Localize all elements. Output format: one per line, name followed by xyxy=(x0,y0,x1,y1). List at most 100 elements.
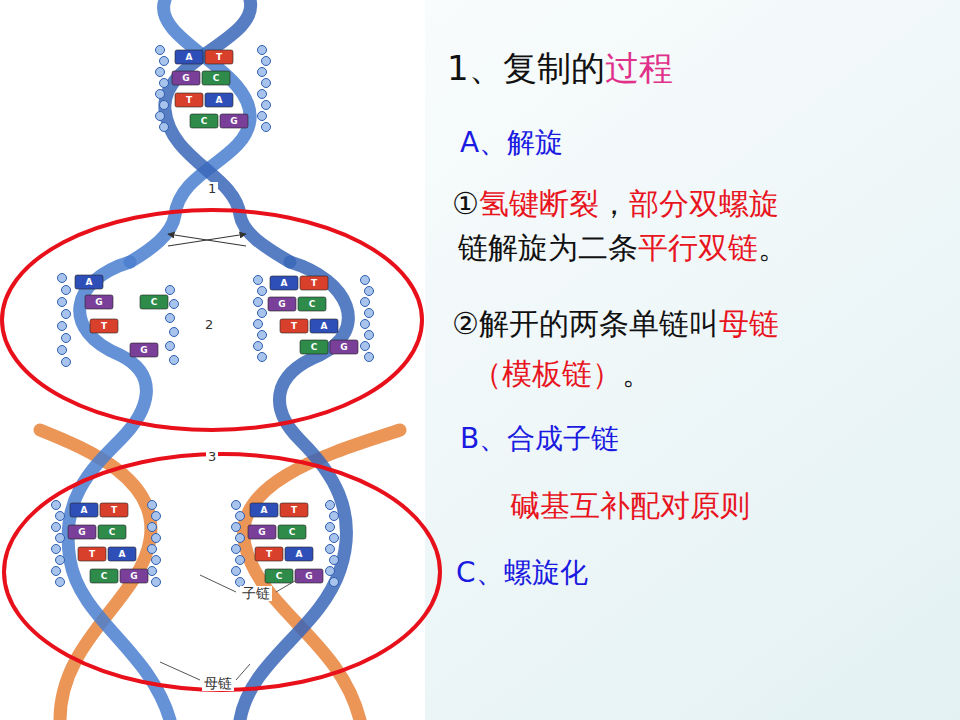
backbone-sugar xyxy=(62,310,71,319)
base-box xyxy=(175,93,203,107)
base-box xyxy=(300,276,328,290)
slide-text: 部分双螺旋 xyxy=(629,186,779,221)
parent-strand xyxy=(68,262,170,720)
base-letter: C xyxy=(300,340,328,354)
backbone-sugar xyxy=(330,578,339,587)
backbone-sugar xyxy=(58,322,67,331)
base-letter: C xyxy=(140,295,168,309)
backbone-sugar xyxy=(148,501,157,510)
base-box xyxy=(98,525,126,539)
base-box xyxy=(90,569,118,583)
slide-text: 碱基互补配对原则 xyxy=(510,488,750,523)
slide-text: 氢键断裂 xyxy=(479,186,599,221)
base-box xyxy=(108,547,136,561)
backbone-sugar xyxy=(148,567,157,576)
base-letter: G xyxy=(85,295,113,309)
leader-line xyxy=(200,575,236,592)
slide-text: A、解旋 xyxy=(460,126,563,159)
backbone-sugar xyxy=(330,534,339,543)
backbone-sugar xyxy=(52,501,61,510)
base-letter: G xyxy=(248,525,276,539)
backbone-sugar xyxy=(170,300,179,309)
backbone-sugar xyxy=(254,298,263,307)
base-letter: C xyxy=(98,525,126,539)
arrow xyxy=(168,234,246,246)
base-box xyxy=(202,71,230,85)
base-letter: A xyxy=(285,547,313,561)
backbone-sugar xyxy=(236,534,245,543)
text-line: ①氢键断裂，部分双螺旋 xyxy=(452,186,779,222)
backbone-sugar xyxy=(361,320,370,329)
base-box xyxy=(268,297,296,311)
backbone-sugar xyxy=(365,309,374,318)
base-box xyxy=(205,50,233,64)
backbone-sugar xyxy=(58,274,67,283)
base-box xyxy=(190,114,218,128)
base-box xyxy=(248,525,276,539)
slide-text: ②解开的两条单链叫 xyxy=(452,306,719,341)
backbone-sugar xyxy=(52,567,61,576)
base-letter: T xyxy=(205,50,233,64)
base-box xyxy=(205,93,233,107)
backbone-sugar xyxy=(166,314,175,323)
backbone-sugar xyxy=(258,112,267,121)
arrow xyxy=(168,234,246,246)
backbone-sugar xyxy=(156,112,165,121)
text-line: A、解旋 xyxy=(460,126,563,160)
backbone-sugar xyxy=(148,523,157,532)
backbone-sugar xyxy=(258,90,267,99)
base-box xyxy=(255,547,283,561)
base-letter: A xyxy=(70,503,98,517)
text-line: B、合成子链 xyxy=(460,422,619,456)
backbone-sugar xyxy=(56,556,65,565)
base-box xyxy=(172,71,200,85)
slide-text: ， xyxy=(599,186,629,221)
backbone-sugar xyxy=(254,320,263,329)
base-box xyxy=(280,319,308,333)
backbone-sugar xyxy=(156,46,165,55)
base-box xyxy=(100,503,128,517)
text-line: （模板链）。 xyxy=(472,356,652,392)
backbone-sugar xyxy=(170,328,179,337)
base-letter: G xyxy=(295,569,323,583)
base-box xyxy=(285,547,313,561)
backbone-sugar xyxy=(232,501,241,510)
backbone-sugar xyxy=(232,523,241,532)
helix-ribbons xyxy=(40,0,400,720)
text-line: C、螺旋化 xyxy=(456,556,588,590)
base-box xyxy=(120,569,148,583)
backbone-sugar xyxy=(52,545,61,554)
base-letter: A xyxy=(250,503,278,517)
base-letter: G xyxy=(220,114,248,128)
backbone-sugar xyxy=(236,556,245,565)
base-box xyxy=(130,343,158,357)
backbone-sugar xyxy=(160,79,169,88)
backbone-sugar xyxy=(160,101,169,110)
base-box xyxy=(68,525,96,539)
backbone-sugar xyxy=(262,79,271,88)
slide-text: 。 xyxy=(622,356,652,391)
backbone-sugar xyxy=(58,346,67,355)
backbone-group xyxy=(52,46,374,587)
base-letter: G xyxy=(68,525,96,539)
slide-text: 。 xyxy=(758,230,788,265)
base-letter: T xyxy=(100,503,128,517)
base-box xyxy=(85,295,113,309)
text-line: 碱基互补配对原则 xyxy=(510,488,750,524)
backbone-sugar xyxy=(262,101,271,110)
slide-text: 过程 xyxy=(605,48,673,88)
backbone-sugar xyxy=(160,57,169,66)
backbone-sugar xyxy=(152,556,161,565)
slide-text: （模板链） xyxy=(472,356,622,391)
base-letter: T xyxy=(255,547,283,561)
base-letter: A xyxy=(310,319,338,333)
base-letter: T xyxy=(280,503,308,517)
base-box xyxy=(270,276,298,290)
backbone-sugar xyxy=(56,512,65,521)
backbone-sugar xyxy=(148,545,157,554)
slide-text: 母链 xyxy=(719,306,779,341)
parent-strand xyxy=(240,262,348,720)
base-box xyxy=(220,114,248,128)
backbone-sugar xyxy=(361,276,370,285)
